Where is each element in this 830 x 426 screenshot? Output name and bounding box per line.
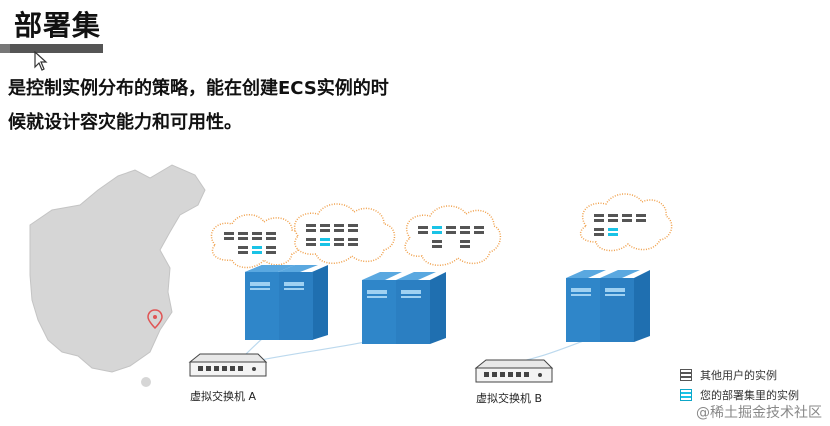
switch-icon [474,359,554,383]
server-icon [245,265,295,340]
page-title: 部署集 [14,9,102,42]
switch-b-label: 虚拟交换机 B [476,392,543,405]
server-rack-icon [680,369,692,381]
server-icon [600,270,650,342]
host-group-1 [210,214,328,340]
instance-cloud [210,214,302,269]
legend: 其他用户的实例 您的部署集里的实例 [680,365,799,405]
description-line-1: 是控制实例分布的策略，能在创建ECS实例的时 [8,78,389,99]
server-icon [278,265,328,340]
china-map [29,164,206,387]
mouse-cursor-icon [34,51,48,71]
host-group-3 [404,205,502,266]
instance-cloud [404,205,502,266]
server-icon [396,272,446,344]
server-icon [362,272,402,344]
location-marker-icon [147,309,163,330]
server-icon [566,270,606,342]
legend-item-your-set: 您的部署集里的实例 [680,385,799,405]
legend-label: 您的部署集里的实例 [700,389,799,402]
switch-a-label: 虚拟交换机 A [190,390,257,403]
switch-icon [188,353,268,377]
watermark: @稀土掘金技术社区 [696,405,822,421]
description-line-2: 候就设计容灾能力和可用性。 [8,112,242,133]
legend-item-other-users: 其他用户的实例 [680,365,799,385]
server-rack-icon [680,389,692,401]
description: 是控制实例分布的策略，能在创建ECS实例的时 候就设计容灾能力和可用性。 [8,72,428,140]
title-underline-bar [0,44,103,53]
instance-cloud [579,193,673,252]
host-group-2 [293,203,446,344]
legend-label: 其他用户的实例 [700,369,777,382]
instance-cloud [293,203,396,264]
host-group-4 [566,193,673,342]
